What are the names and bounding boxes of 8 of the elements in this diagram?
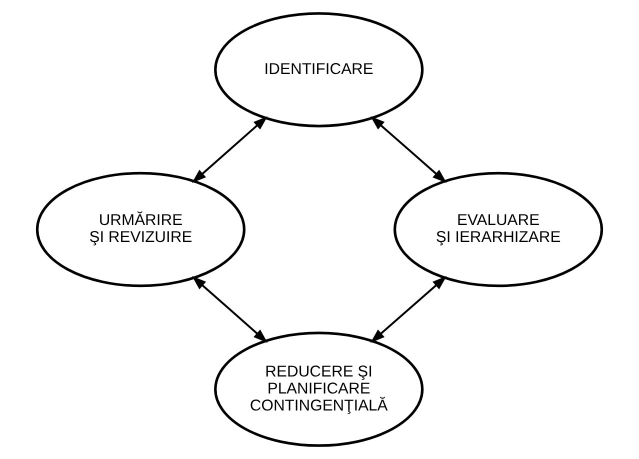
- arrow: [370, 116, 447, 184]
- node-ellipse: REDUCERE ŞI PLANIFICARE CONTINGENŢIALĂ: [214, 332, 424, 447]
- node-ellipse: EVALUARE ŞI IERARHIZARE: [394, 172, 604, 288]
- node-ellipse: IDENTIFICARE: [214, 12, 424, 128]
- arrow: [192, 276, 268, 343]
- arrow: [192, 116, 268, 184]
- arrow: [370, 276, 447, 343]
- node-ellipse: URMĂRIRE ŞI REVIZUIRE: [36, 172, 246, 288]
